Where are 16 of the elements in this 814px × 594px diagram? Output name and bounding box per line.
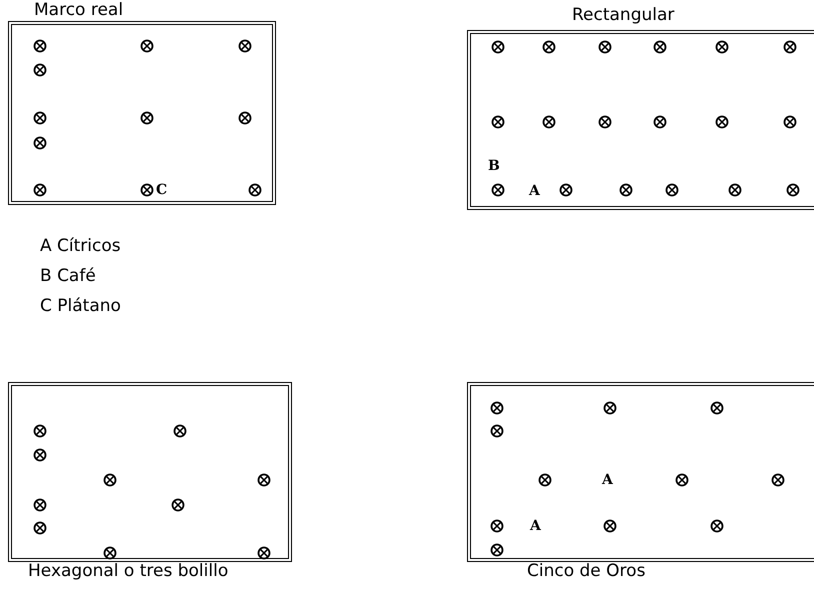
crop-letter: A bbox=[529, 183, 540, 199]
crop-letter: A bbox=[602, 472, 613, 488]
crop-letter: A bbox=[530, 518, 541, 534]
planting-plot-frame bbox=[8, 382, 292, 562]
planting-plot-frame bbox=[467, 30, 814, 210]
plot-title: Rectangular bbox=[572, 6, 674, 24]
key-entry: A Cítricos bbox=[40, 236, 121, 256]
planting-plot-frame bbox=[8, 21, 276, 205]
crop-letter: B bbox=[488, 158, 500, 174]
plot-title: Cinco de Oros bbox=[527, 562, 646, 580]
crop-letter: C bbox=[156, 182, 168, 198]
key-entry: C Plátano bbox=[40, 296, 121, 316]
plot-title: Hexagonal o tres bolillo bbox=[28, 562, 228, 580]
planting-plot-frame bbox=[467, 382, 814, 562]
key-entry: B Café bbox=[40, 266, 96, 286]
plot-title: Marco real bbox=[34, 1, 124, 19]
